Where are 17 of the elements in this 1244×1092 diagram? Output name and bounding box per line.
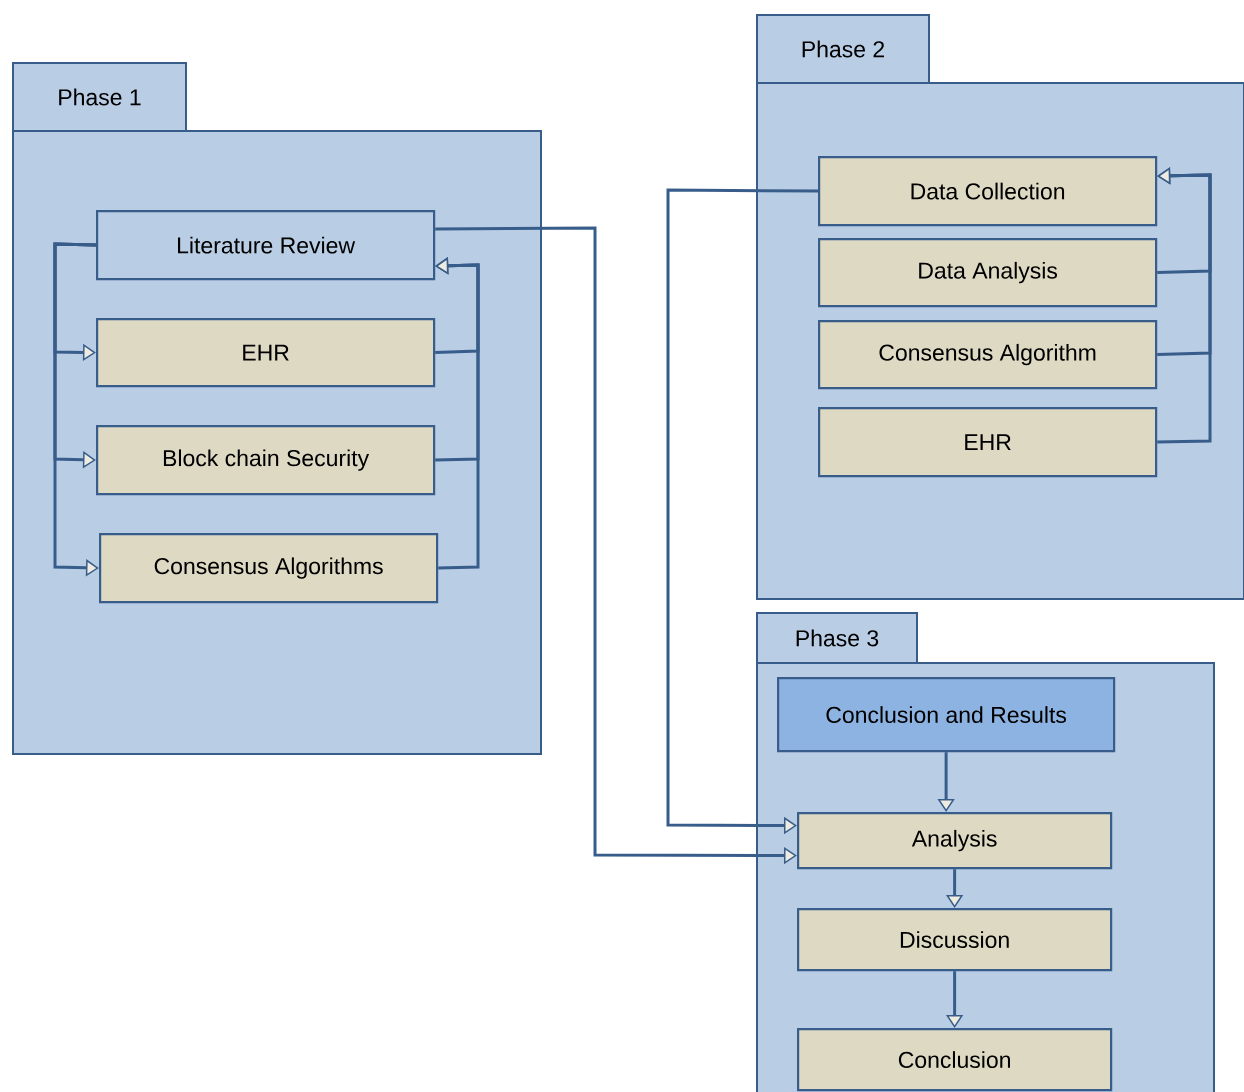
- node-label: Phase 2: [802, 40, 885, 58]
- process-box: Analysis: [797, 812, 1113, 870]
- process-box: Conclusion and Results: [777, 677, 1116, 753]
- process-box: Data Collection: [818, 156, 1158, 227]
- process-box: Discussion: [797, 908, 1113, 972]
- arrow: [435, 257, 480, 570]
- process-box: Conclusion: [797, 1028, 1113, 1092]
- process-box: Consensus Algorithms: [99, 533, 439, 604]
- process-box: Consensus Algorithm: [818, 320, 1158, 390]
- process-box: Block chain Security: [96, 425, 436, 496]
- process-box: EHR: [818, 407, 1158, 478]
- node-label: Phase 1: [59, 88, 141, 106]
- process-box: Literature Review: [96, 210, 436, 281]
- node-label: Phase 3: [796, 629, 879, 647]
- process-box: Data Analysis: [818, 238, 1158, 308]
- process-box: EHR: [96, 318, 436, 388]
- arrow: [1157, 167, 1212, 444]
